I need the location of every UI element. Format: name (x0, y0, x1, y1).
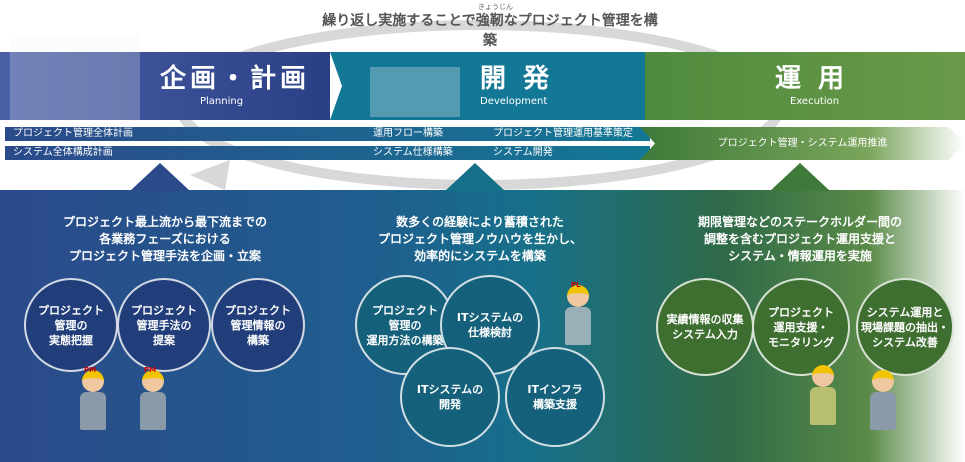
circle-planning: プロジェクト管理手法の提案 (117, 278, 211, 372)
task: 運用フロー構築 (373, 128, 443, 139)
phase-subtitle: Planning (200, 96, 244, 107)
task: システム仕様構築 (373, 147, 453, 158)
phase-subtitle: Development (480, 96, 548, 107)
pm-character: PM (80, 366, 106, 430)
developer-illustration (370, 67, 460, 117)
task-bar-row1: プロジェクト管理全体計画 運用フロー構築 プロジェクト管理運用基準策定 (5, 127, 650, 141)
staff-character (870, 370, 896, 430)
pointer-execution (770, 163, 830, 191)
task: プロジェクト管理全体計画 (13, 128, 133, 139)
meeting-illustration (10, 34, 140, 120)
pointer-development (445, 163, 505, 191)
execution-bar: プロジェクト管理・システム運用推進 (640, 127, 965, 160)
circle-development: ITシステムの開発 (400, 347, 500, 447)
phase-title: 開 発 (480, 64, 554, 94)
task: システム開発 (493, 147, 553, 158)
circle-execution: 実績情報の収集システム入力 (656, 278, 754, 376)
pm-character: PM (140, 366, 166, 430)
development-description: 数多くの経験により蓄積されたプロジェクト管理ノウハウを生かし、効率的にシステムを… (377, 215, 582, 263)
cycle-title: 繰り返し実施することで強靭なプロジェクト管理を構築 (322, 13, 658, 49)
circle-development: ITインフラ構築支援 (505, 347, 605, 447)
circle-planning: プロジェクト管理情報の構築 (211, 278, 305, 372)
phase-title: 企画・計画 (160, 64, 311, 94)
phase-planning: 企画・計画 Planning (0, 34, 330, 120)
planning-description: プロジェクト最上流から最下流までの各業務フェーズにおけるプロジェクト管理手法を企… (62, 215, 267, 263)
task: システム全体構成計画 (13, 147, 113, 158)
phase-development: 開 発 Development (330, 52, 645, 120)
task: プロジェクト管理運用基準策定 (493, 128, 633, 139)
staff-character (810, 365, 836, 425)
execution-description: 期限管理などのステークホルダー間の調整を含むプロジェクト運用支援とシステム・情報… (697, 215, 902, 263)
pointer-planning (130, 163, 190, 191)
circle-execution: プロジェクト運用支援・モニタリング (752, 278, 850, 376)
pl-character: PL (565, 281, 591, 345)
phase-subtitle: Execution (790, 96, 840, 107)
phase-execution: 運 用 Execution (645, 52, 965, 120)
task-bar-row2: システム全体構成計画 システム仕様構築 システム開発 (5, 146, 650, 160)
phase-title: 運 用 (775, 64, 849, 94)
circle-planning: プロジェクト管理の実態把握 (24, 278, 118, 372)
cycle-ruby: きょうじん (478, 3, 513, 11)
task: プロジェクト管理・システム運用推進 (717, 138, 888, 149)
circle-execution: システム運用と現場課題の抽出・システム改善 (856, 278, 954, 376)
